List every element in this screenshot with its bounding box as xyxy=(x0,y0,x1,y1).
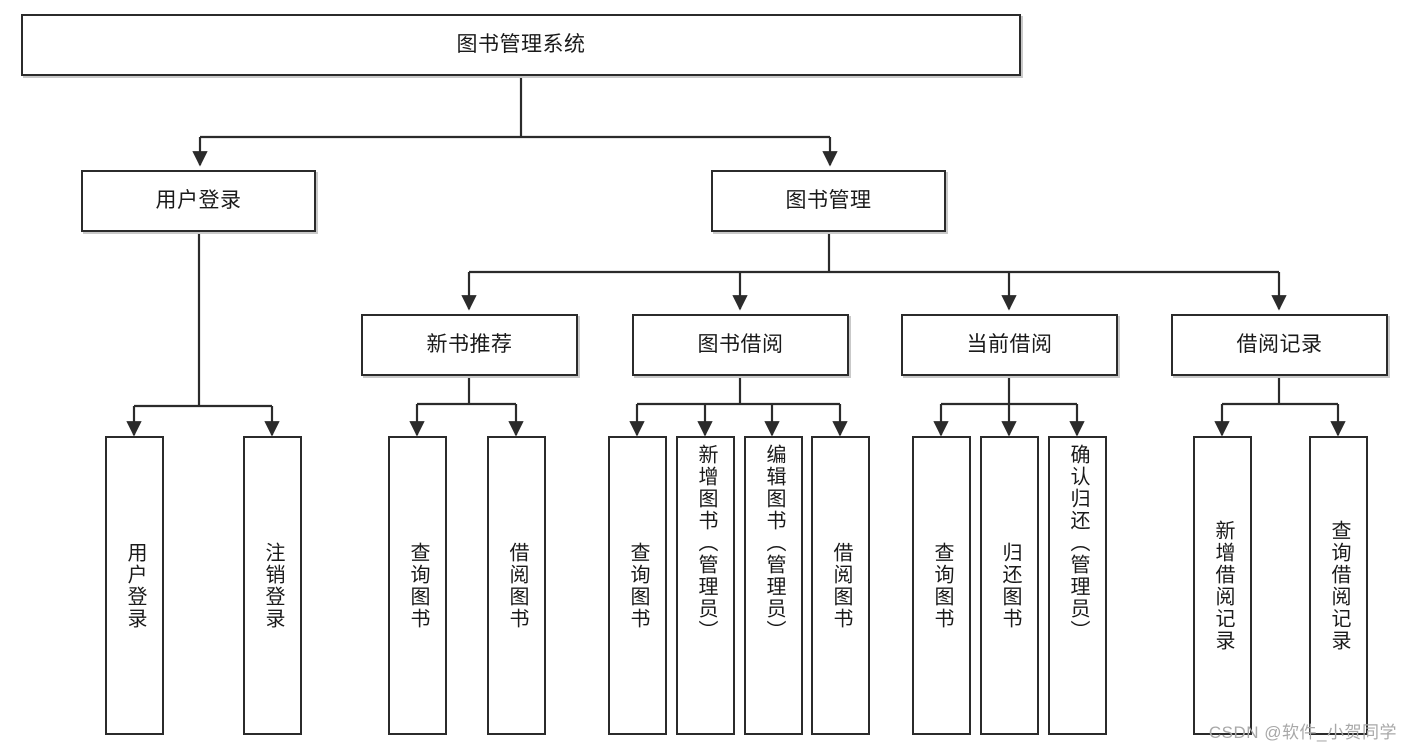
node-label: 当前借阅 xyxy=(966,333,1053,357)
node-label: 确认归还（管理员） xyxy=(1067,444,1089,642)
leaf-book-borrow-query-book[interactable]: 查询图书 xyxy=(608,436,667,735)
leaf-borrow-record-query-record[interactable]: 查询借阅记录 xyxy=(1309,436,1368,735)
leaf-current-borrow-query-book[interactable]: 查询图书 xyxy=(912,436,971,735)
leaf-current-borrow-confirm-return-admin[interactable]: 确认归还（管理员） xyxy=(1048,436,1107,735)
node-label: 图书管理 xyxy=(785,189,872,213)
leaf-new-book-borrow-book[interactable]: 借阅图书 xyxy=(487,436,546,735)
node-label: 借阅图书 xyxy=(830,541,852,630)
node-current-borrow[interactable]: 当前借阅 xyxy=(901,314,1118,376)
leaf-book-borrow-borrow-book[interactable]: 借阅图书 xyxy=(811,436,870,735)
node-book-management[interactable]: 图书管理 xyxy=(711,170,946,232)
node-label: 查询图书 xyxy=(931,541,953,630)
leaf-new-book-query-book[interactable]: 查询图书 xyxy=(388,436,447,735)
node-borrow-record[interactable]: 借阅记录 xyxy=(1171,314,1388,376)
leaf-book-borrow-add-book-admin[interactable]: 新增图书（管理员） xyxy=(676,436,735,735)
node-label: 编辑图书（管理员） xyxy=(763,444,785,642)
node-label: 用户登录 xyxy=(124,541,146,630)
node-book-borrow[interactable]: 图书借阅 xyxy=(632,314,849,376)
leaf-user-login-logout[interactable]: 注销登录 xyxy=(243,436,302,735)
node-label: 借阅图书 xyxy=(506,541,528,630)
node-label: 用户登录 xyxy=(155,189,242,213)
node-new-book-recommend[interactable]: 新书推荐 xyxy=(361,314,578,376)
node-label: 新增借阅记录 xyxy=(1212,519,1234,652)
node-label: 图书管理系统 xyxy=(456,33,586,57)
node-label: 新增图书（管理员） xyxy=(695,444,717,642)
watermark-text: CSDN @软件_小贺同学 xyxy=(1208,723,1397,742)
node-label: 借阅记录 xyxy=(1236,333,1323,357)
node-label: 新书推荐 xyxy=(426,333,513,357)
node-root-book-management-system[interactable]: 图书管理系统 xyxy=(21,14,1021,76)
leaf-current-borrow-return-book[interactable]: 归还图书 xyxy=(980,436,1039,735)
leaf-borrow-record-add-record[interactable]: 新增借阅记录 xyxy=(1193,436,1252,735)
node-label: 归还图书 xyxy=(999,541,1021,630)
node-label: 查询借阅记录 xyxy=(1328,519,1350,652)
leaf-book-borrow-edit-book-admin[interactable]: 编辑图书（管理员） xyxy=(744,436,803,735)
node-label: 注销登录 xyxy=(262,541,284,630)
node-user-login[interactable]: 用户登录 xyxy=(81,170,316,232)
node-label: 图书借阅 xyxy=(697,333,784,357)
leaf-user-login-login[interactable]: 用户登录 xyxy=(105,436,164,735)
node-label: 查询图书 xyxy=(627,541,649,630)
node-label: 查询图书 xyxy=(407,541,429,630)
